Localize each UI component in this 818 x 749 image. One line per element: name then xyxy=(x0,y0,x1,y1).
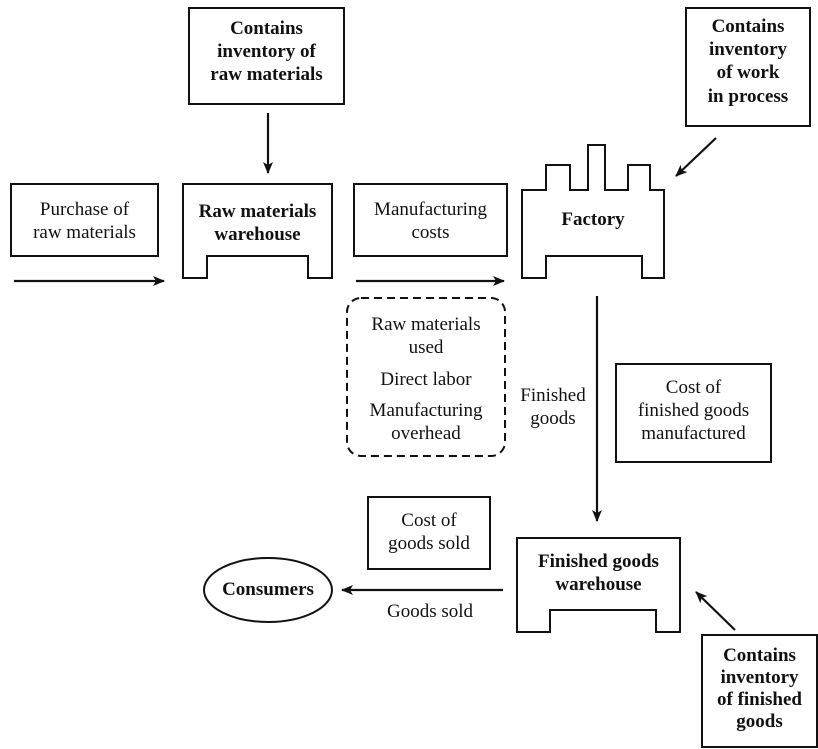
cost-component-direct-labor: Direct labor xyxy=(380,369,472,390)
goods-sold-label: Goods sold xyxy=(386,601,474,622)
cost-of-finished-goods-manufactured-label: Cost of finished goods manufactured xyxy=(637,377,750,445)
consumers-label: Consumers xyxy=(222,579,314,600)
purchase-of-raw-materials-label: Purchase of raw materials xyxy=(33,199,136,244)
raw-materials-warehouse-label: Raw materials warehouse xyxy=(198,201,317,246)
finished-goods-warehouse-building xyxy=(516,537,681,633)
box-purchase-of-raw-materials xyxy=(10,183,159,257)
finished-goods-flow-label: Finished goods xyxy=(520,385,586,430)
consumers-ellipse xyxy=(203,557,333,623)
box-manufacturing-costs xyxy=(353,183,508,257)
raw-materials-warehouse-building xyxy=(182,183,333,279)
cost-component-manufacturing-overhead: Manufacturing overhead xyxy=(369,400,483,445)
box-cost-of-finished-goods-manufactured xyxy=(615,363,772,463)
factory-building xyxy=(521,144,665,279)
note-box-finished-goods-inventory xyxy=(701,634,818,748)
note-raw-materials-inventory: Contains inventory of raw materials xyxy=(210,18,323,86)
box-cost-components xyxy=(346,297,506,457)
note-box-wip-inventory xyxy=(685,7,811,127)
box-cost-of-goods-sold xyxy=(367,496,491,570)
note-box-raw-materials-inventory xyxy=(188,7,345,105)
note-finished-goods-inventory: Contains inventory of finished goods xyxy=(717,645,802,733)
finished-goods-warehouse-label: Finished goods warehouse xyxy=(538,551,659,596)
cost-component-raw-materials-used: Raw materials used xyxy=(371,314,481,359)
note-wip-inventory: Contains inventory of work in process xyxy=(707,16,789,107)
arrow-wip-note xyxy=(675,137,717,177)
cost-of-goods-sold-label: Cost of goods sold xyxy=(388,510,470,555)
arrow-finished-goods-note xyxy=(695,591,736,631)
manufacturing-costs-label: Manufacturing costs xyxy=(374,199,487,244)
factory-label: Factory xyxy=(561,209,625,230)
